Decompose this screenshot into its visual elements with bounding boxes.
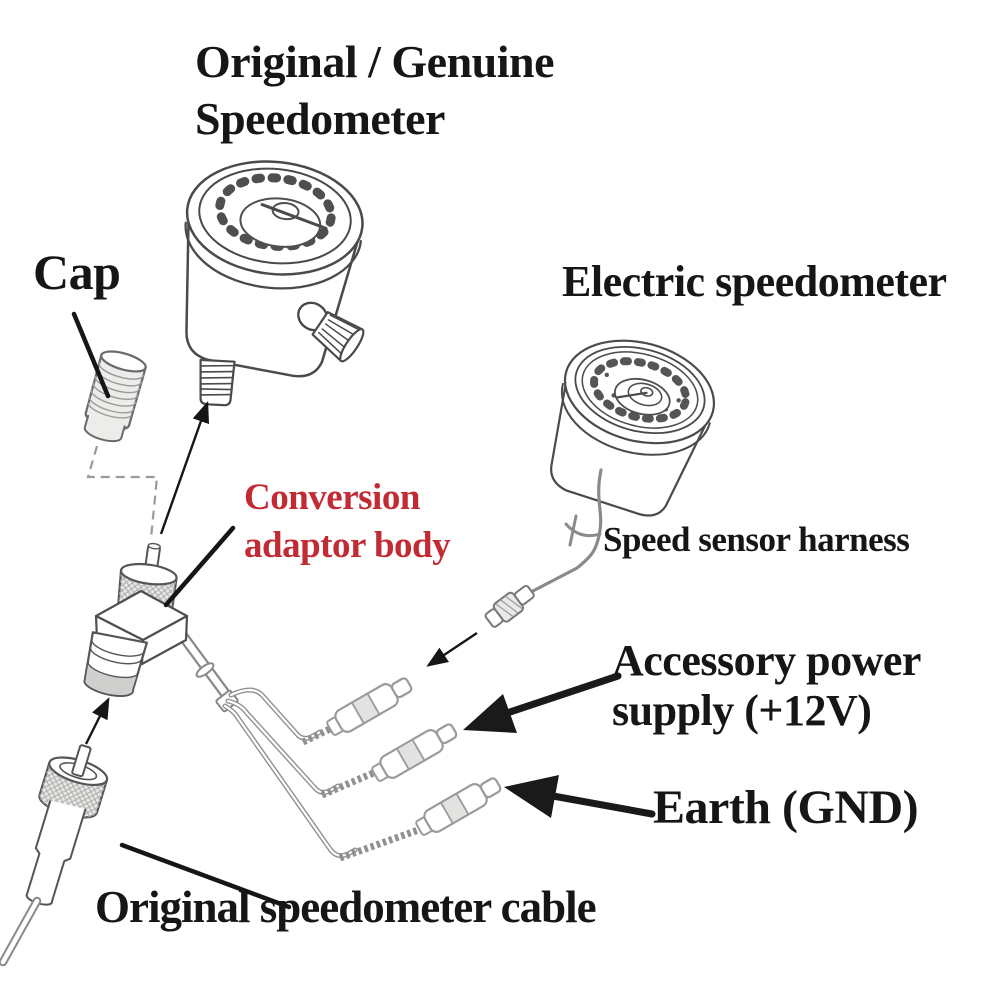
wire-clip (564, 514, 602, 547)
bullet-connector-signal (326, 677, 413, 736)
cable-drive-pin (71, 744, 92, 778)
adaptor-to-speedometer-arrow (159, 400, 210, 535)
accessory-power-arrow (463, 672, 622, 733)
sensor-connector-arrow (426, 632, 478, 667)
label-conversion-adaptor-body: Conversion adaptor body (244, 474, 451, 570)
label-conversion-line2: adaptor body (244, 525, 451, 566)
label-speed-sensor-harness: Speed sensor harness (603, 520, 910, 559)
label-cap: Cap (33, 244, 121, 300)
label-conversion-line1: Conversion (244, 477, 420, 518)
earth-arrow (504, 775, 656, 818)
electric-speedometer-illustration (550, 339, 716, 517)
label-original-speedometer-line1: Original / Genuine (195, 36, 555, 87)
label-original-speedometer-cable: Original speedometer cable (95, 882, 597, 932)
label-accessory-line1: Accessory power (612, 636, 921, 685)
bullet-connector-power (371, 723, 458, 782)
label-electric-speedometer: Electric speedometer (562, 257, 947, 306)
cable-leader-line (119, 842, 292, 910)
trip-reset-knob (297, 301, 365, 363)
conversion-adaptor-illustration (83, 542, 239, 713)
cap-illustration (83, 350, 147, 443)
adaptor-threaded-end (83, 631, 148, 697)
speed-sensor-wire (529, 468, 603, 594)
speedometer-needle (260, 203, 328, 230)
label-earth-gnd: Earth (GND) (653, 781, 919, 834)
speedometer-needle (616, 391, 648, 399)
cap-alignment-dashed-line (86, 445, 159, 539)
original-cable-illustration (25, 744, 109, 906)
speedometer-thread-stub (199, 358, 236, 407)
wire-harness-illustration (222, 687, 423, 862)
label-original-speedometer-line2: Speedometer (195, 93, 445, 144)
original-speedometer-illustration (184, 160, 365, 407)
dial-tick-marks (590, 357, 690, 423)
cable-to-adaptor-arrow (84, 697, 110, 745)
label-original-speedometer: Original / Genuine Speedometer (195, 33, 555, 147)
conversion-leader-line (163, 525, 236, 608)
label-accessory-power-supply: Accessory power supply (+12V) (612, 636, 921, 736)
bullet-connector-ground (415, 777, 502, 836)
label-accessory-line2: supply (+12V) (612, 686, 872, 735)
cap-leader-line (71, 311, 111, 399)
sensor-harness-connector (484, 584, 535, 628)
